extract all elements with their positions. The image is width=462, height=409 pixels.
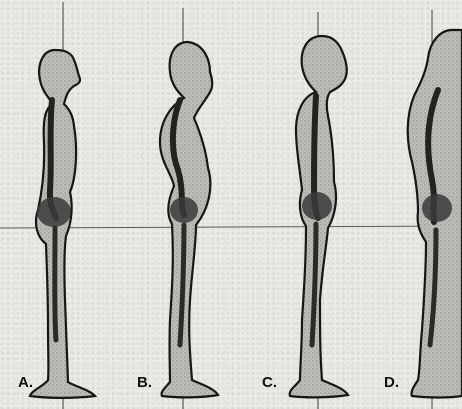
label-b: B. xyxy=(137,374,152,391)
figure-d xyxy=(408,10,462,409)
figure-a xyxy=(30,2,95,409)
figure-c xyxy=(290,12,348,409)
label-c: C. xyxy=(262,374,277,391)
label-a: A. xyxy=(18,374,33,391)
pelvis-d xyxy=(422,194,452,222)
pelvis-c xyxy=(302,192,332,220)
pelvis-b xyxy=(170,197,198,223)
label-d: D. xyxy=(384,374,399,391)
leg-a xyxy=(55,228,56,340)
figure-b xyxy=(160,8,218,409)
pelvis-a xyxy=(37,197,71,227)
